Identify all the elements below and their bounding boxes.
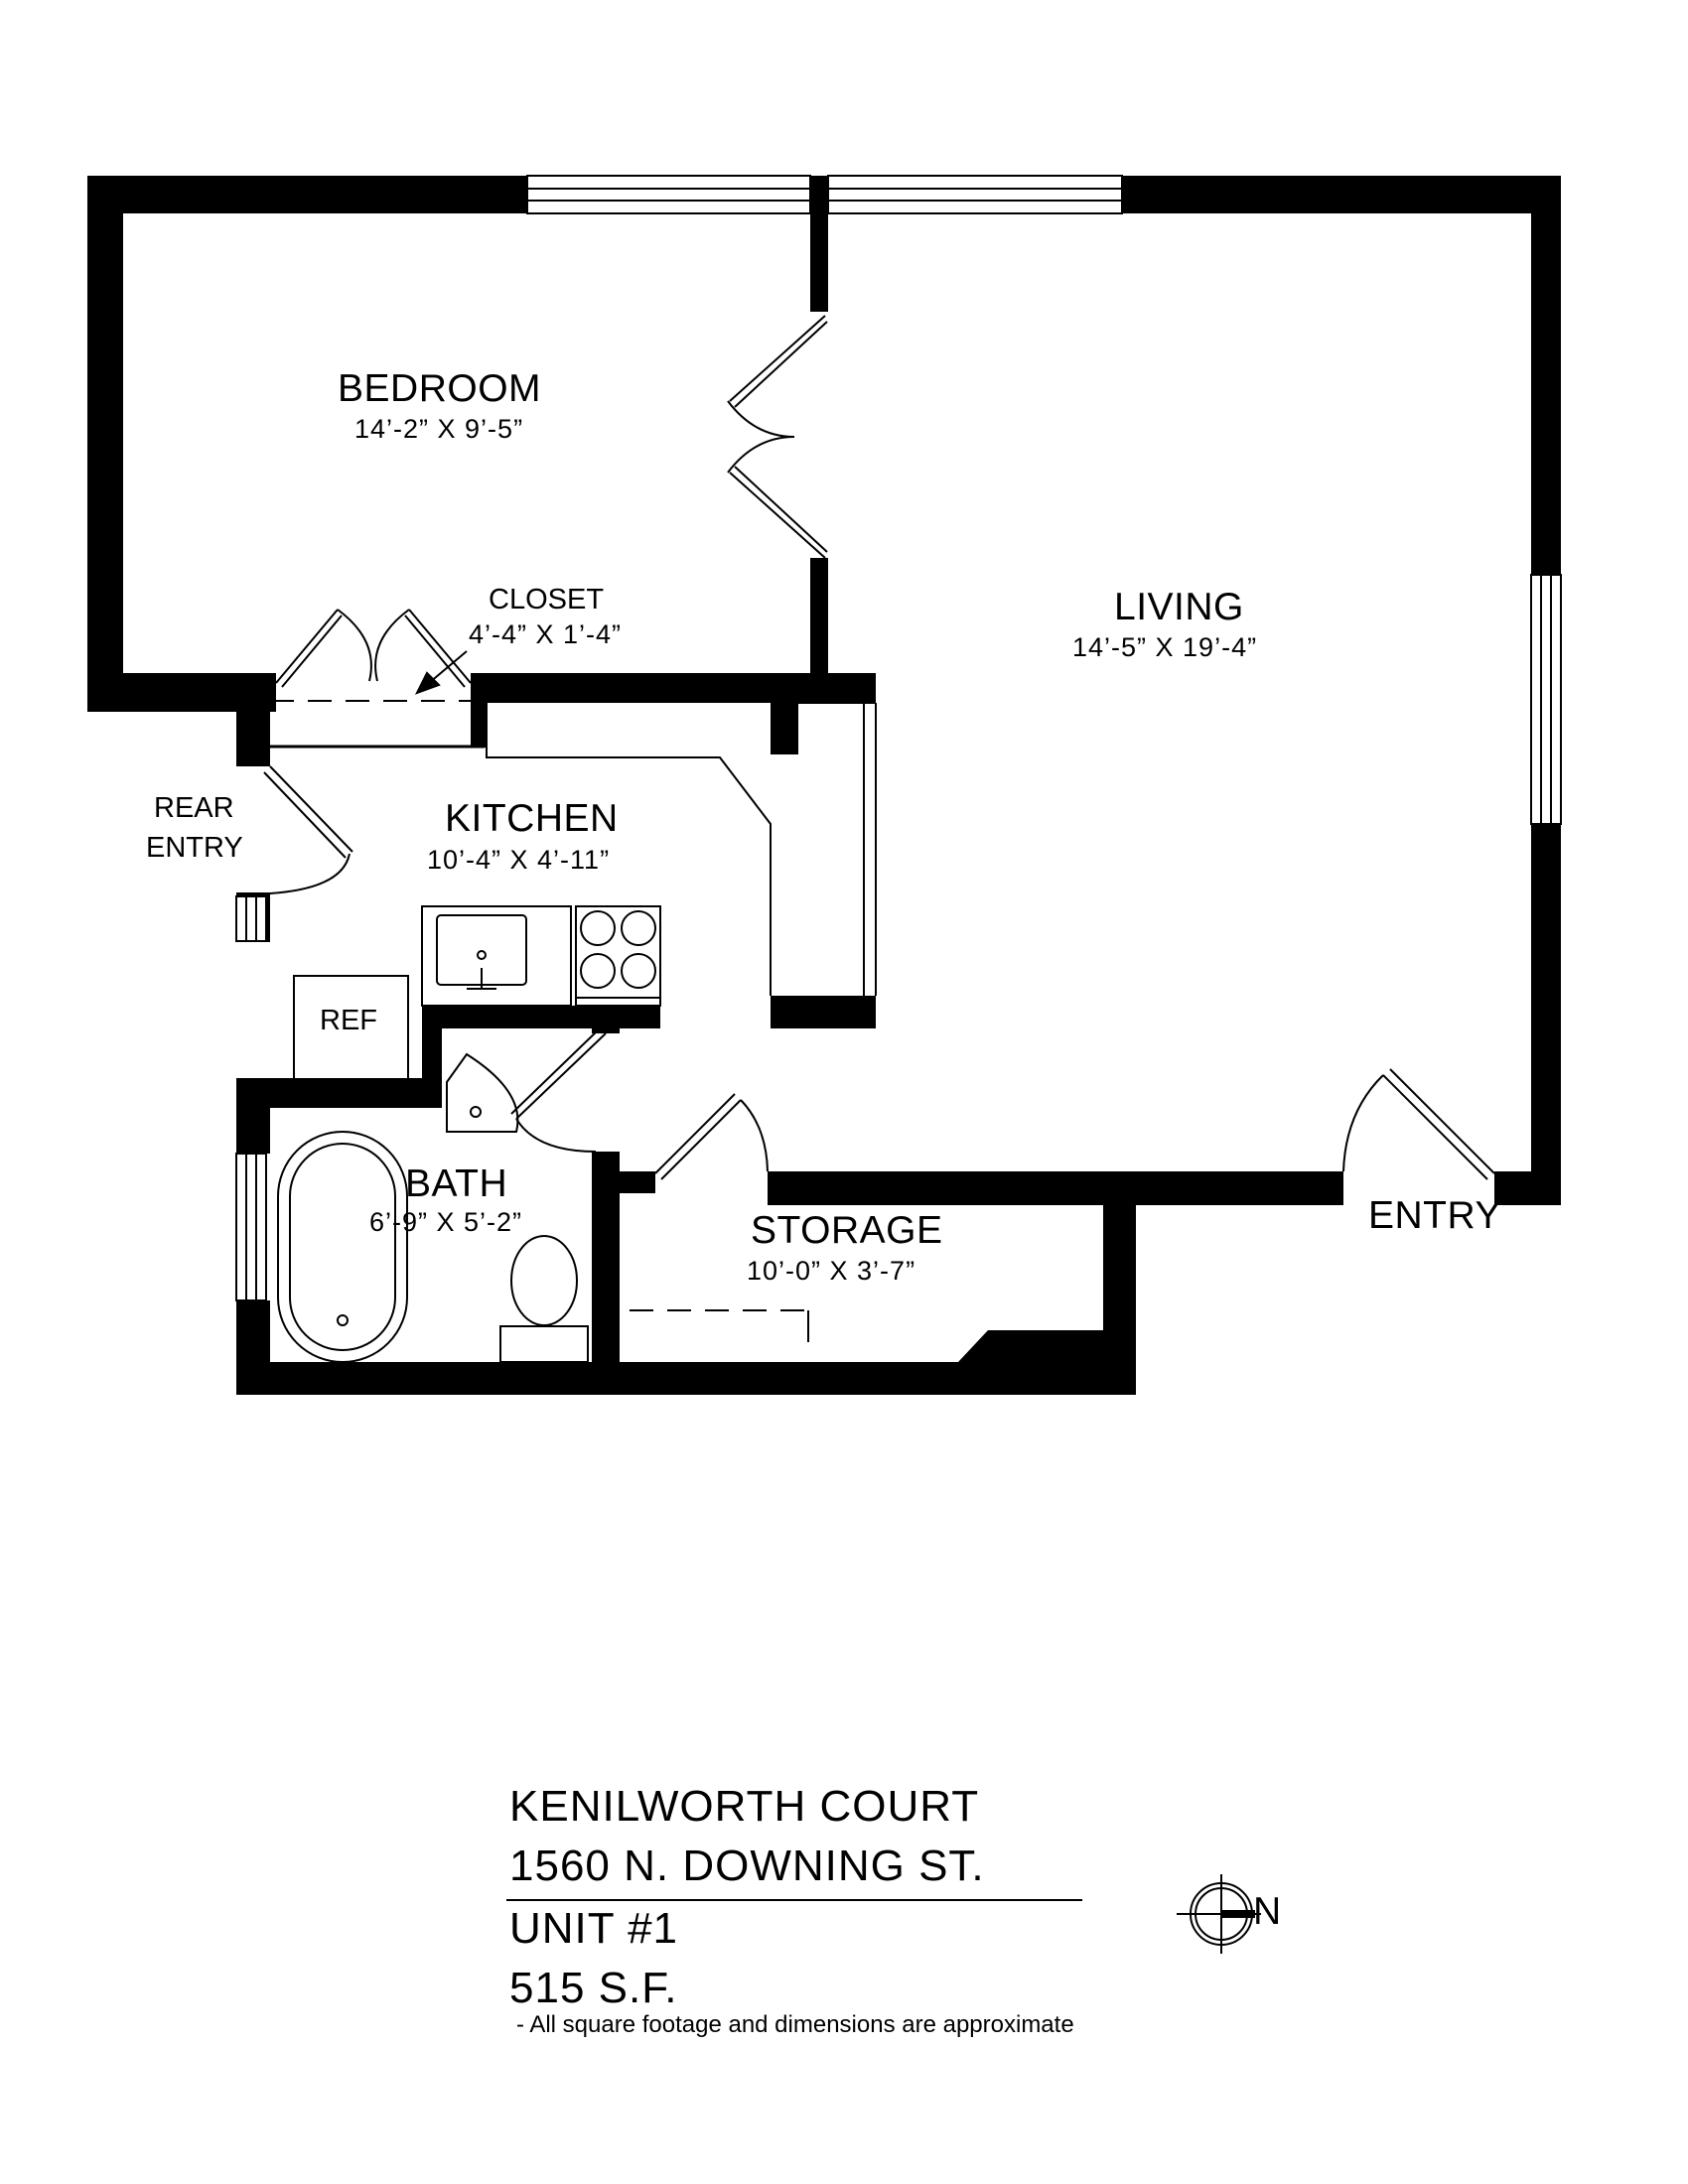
west-wall-bath [236, 1107, 270, 1154]
title-divider [506, 1899, 1082, 1901]
closet-arrow [414, 650, 468, 695]
toilet [510, 1235, 578, 1326]
kitchen-counter-end [771, 996, 876, 1028]
kitchen-name: KITCHEN [445, 797, 619, 840]
bath-dims: 6’-9” X 5’-2” [369, 1207, 523, 1237]
window-north-right [827, 175, 1123, 214]
window-east [1530, 574, 1562, 825]
storage-east-wall [1103, 1187, 1136, 1395]
storage-corner-fill [958, 1330, 1103, 1362]
address: 1560 N. DOWNING ST. [509, 1842, 985, 1890]
unit-number: UNIT #1 [509, 1904, 679, 1953]
storage-name: STORAGE [751, 1209, 943, 1252]
interior-walls [236, 176, 876, 1395]
closet-name: CLOSET [489, 584, 605, 615]
east-wall-upper [1531, 176, 1561, 575]
bath-door [510, 1027, 607, 1120]
kitchen-counter [486, 703, 772, 996]
north-arrow-icon [1177, 1874, 1261, 1954]
closet-dims: 4’-4” X 1’-4” [469, 619, 623, 649]
bedroom-dims: 14’-2” X 9’-5” [354, 414, 524, 444]
window-north-left [526, 175, 811, 214]
kitchen-fixtures [277, 702, 877, 1363]
entry-door [1382, 1068, 1495, 1180]
rear-entry-door [263, 765, 353, 859]
rear-entry-label-1: REAR [154, 792, 234, 824]
kitchen-pillar [771, 695, 798, 754]
bathtub [277, 1131, 408, 1363]
kitchen-dims: 10’-4” X 4’-11” [427, 845, 611, 875]
bath-name: BATH [405, 1162, 508, 1205]
window-west-bath [235, 1153, 267, 1301]
ref-east-wall [422, 1006, 442, 1108]
bedroom-door-upper [729, 315, 828, 408]
bedroom-door-lower [729, 466, 828, 559]
bedroom-living-wall-top [810, 176, 828, 312]
east-entry-wall [1494, 1171, 1561, 1205]
bath-east-wall [592, 1152, 620, 1395]
bath-east-wall-top [592, 1006, 620, 1033]
windows [235, 175, 1562, 1301]
square-footage: 515 S.F. [509, 1964, 678, 2012]
building-name: KENILWORTH COURT [509, 1782, 980, 1831]
closet-jamb-right [471, 673, 487, 748]
kitchen-bath-wall [422, 1006, 660, 1028]
closet-north-wall [471, 673, 876, 703]
storage-door [654, 1093, 742, 1180]
storage-north-wall-right [768, 1171, 1343, 1205]
north-wall-left [87, 176, 527, 213]
doors [263, 315, 1495, 1180]
living-name: LIVING [1114, 586, 1244, 628]
bedroom-name: BEDROOM [338, 367, 542, 410]
bath-corner-sink [446, 1052, 519, 1133]
disclaimer: - All square footage and dimensions are … [516, 2011, 1074, 2038]
storage-dims: 10’-0” X 3’-7” [747, 1256, 916, 1286]
east-wall-lower [1531, 824, 1561, 1205]
south-wall [236, 1362, 1136, 1395]
closet-door-right [404, 609, 472, 688]
bedroom-living-wall-bottom [810, 558, 828, 683]
window-west-kitchen [235, 895, 267, 942]
kitchen-sink [421, 905, 572, 1007]
closet-door-left [275, 609, 343, 688]
refrigerator [293, 975, 409, 1091]
rear-entry-label-2: ENTRY [146, 832, 243, 864]
entry-label: ENTRY [1368, 1194, 1501, 1237]
north-label: N [1253, 1890, 1282, 1933]
stove [575, 905, 661, 1007]
west-wall-bedroom [87, 176, 123, 712]
bath-north-wall [236, 1078, 435, 1108]
ref-label: REF [320, 1005, 377, 1036]
north-wall-right [1122, 176, 1561, 213]
living-dims: 14’-5” X 19’-4” [1072, 632, 1258, 662]
closet-jamb-left [236, 695, 266, 766]
storage-west-jamb [620, 1171, 655, 1193]
